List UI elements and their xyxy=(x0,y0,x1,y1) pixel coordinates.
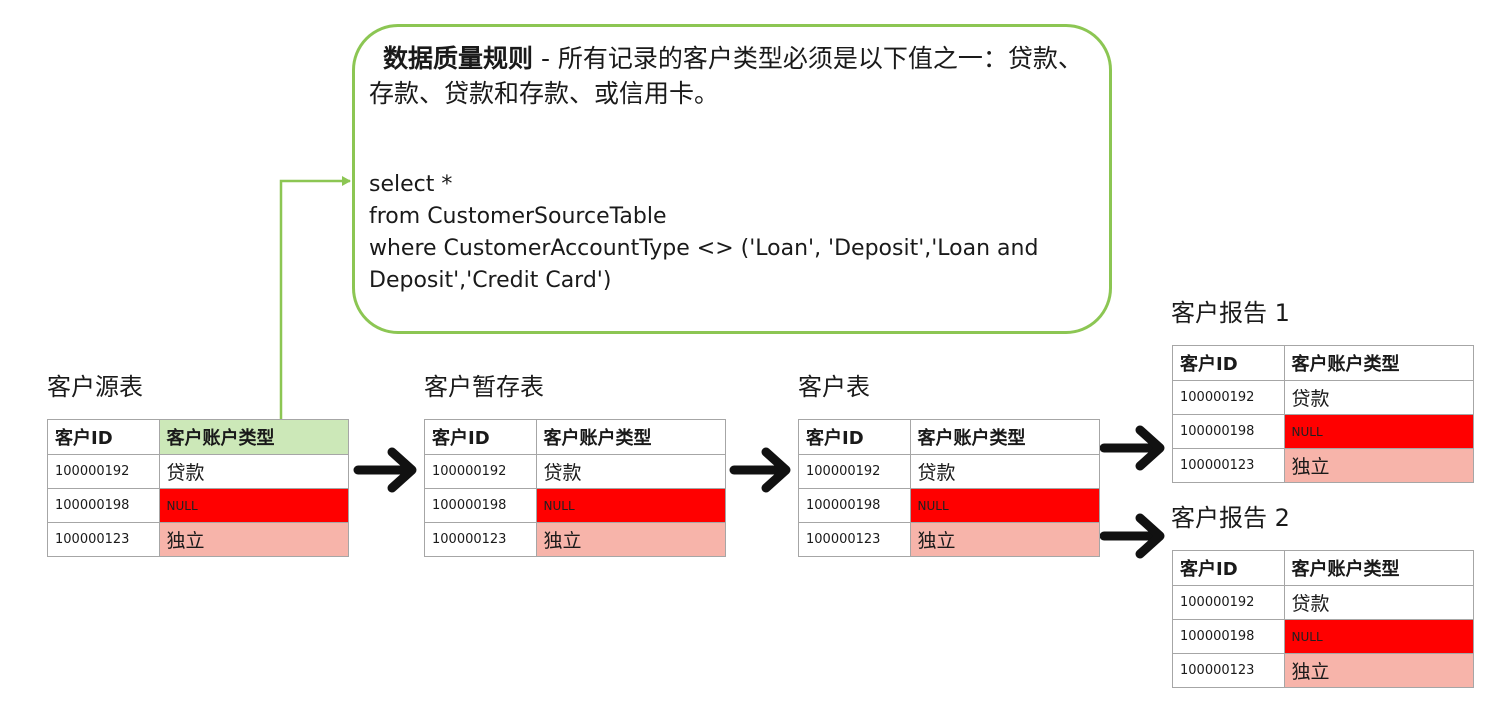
table-row: 100000192 贷款 xyxy=(424,454,727,489)
table-row: 100000198 NULL xyxy=(47,488,350,523)
sql-line-2: from CustomerSourceTable xyxy=(369,204,667,229)
header-customer-id: 客户ID xyxy=(424,419,537,455)
data-quality-rule-box: 数据质量规则 - 所有记录的客户类型必须是以下值之一：贷款、存款、贷款和存款、或… xyxy=(352,24,1112,334)
null-value-cell: NULL xyxy=(1283,619,1475,654)
account-type-cell: 贷款 xyxy=(1283,380,1475,415)
header-customer-id: 客户ID xyxy=(47,419,160,455)
account-type-cell: 贷款 xyxy=(158,454,350,489)
staging-table-title: 客户暂存表 xyxy=(424,373,544,401)
rule-description: - 所有记录的客户类型必须是以下值之一：贷款、存款、贷款和存款、或信用卡。 xyxy=(369,44,1083,108)
staging-table: 客户ID 客户账户类型 100000192 贷款 100000198 NULL … xyxy=(424,419,727,557)
invalid-value-cell: 独立 xyxy=(909,522,1101,557)
header-account-type: 客户账户类型 xyxy=(1283,550,1475,586)
account-type-cell: 贷款 xyxy=(909,454,1101,489)
flow-arrow-customer-to-report1 xyxy=(1099,425,1165,471)
invalid-value-cell: 独立 xyxy=(158,522,350,557)
flow-arrow-source-to-staging xyxy=(353,447,417,493)
customer-id-cell: 100000198 xyxy=(1172,414,1285,449)
table-row: 100000192 贷款 xyxy=(1172,380,1475,415)
null-value-cell: NULL xyxy=(1283,414,1475,449)
sql-line-4: Deposit','Credit Card') xyxy=(369,268,612,293)
invalid-value-cell: 独立 xyxy=(1283,448,1475,483)
header-row: 客户ID 客户账户类型 xyxy=(1172,550,1475,586)
customer-id-cell: 100000123 xyxy=(47,522,160,557)
table-row: 100000198 NULL xyxy=(798,488,1101,523)
customer-id-cell: 100000198 xyxy=(47,488,160,523)
table-row: 100000192 贷款 xyxy=(1172,585,1475,620)
table-row: 100000123 独立 xyxy=(798,522,1101,557)
header-customer-id: 客户ID xyxy=(798,419,911,455)
header-row: 客户ID 客户账户类型 xyxy=(424,419,727,455)
table-row: 100000192 贷款 xyxy=(47,454,350,489)
report1-table: 客户ID 客户账户类型 100000192 贷款 100000198 NULL … xyxy=(1172,345,1475,483)
null-value-cell: NULL xyxy=(535,488,727,523)
sql-line-3: where CustomerAccountType <> ('Loan', 'D… xyxy=(369,236,1039,261)
header-row: 客户ID 客户账户类型 xyxy=(1172,345,1475,381)
flow-arrow-customer-to-report2 xyxy=(1099,513,1165,559)
header-row: 客户ID 客户账户类型 xyxy=(798,419,1101,455)
invalid-value-cell: 独立 xyxy=(1283,653,1475,688)
table-row: 100000198 NULL xyxy=(424,488,727,523)
flow-arrow-staging-to-customer xyxy=(729,447,791,493)
customer-id-cell: 100000192 xyxy=(1172,585,1285,620)
account-type-cell: 贷款 xyxy=(535,454,727,489)
customer-id-cell: 100000192 xyxy=(424,454,537,489)
table-row: 100000123 独立 xyxy=(47,522,350,557)
account-type-cell: 贷款 xyxy=(1283,585,1475,620)
header-account-type: 客户账户类型 xyxy=(535,419,727,455)
header-customer-id: 客户ID xyxy=(1172,345,1285,381)
customer-id-cell: 100000198 xyxy=(1172,619,1285,654)
report2-table: 客户ID 客户账户类型 100000192 贷款 100000198 NULL … xyxy=(1172,550,1475,688)
customer-id-cell: 100000123 xyxy=(798,522,911,557)
header-account-type: 客户账户类型 xyxy=(1283,345,1475,381)
table-row: 100000198 NULL xyxy=(1172,414,1475,449)
customer-table: 客户ID 客户账户类型 100000192 贷款 100000198 NULL … xyxy=(798,419,1101,557)
null-value-cell: NULL xyxy=(158,488,350,523)
customer-table-title: 客户表 xyxy=(798,373,870,401)
table-row: 100000123 独立 xyxy=(1172,653,1475,688)
table-row: 100000192 贷款 xyxy=(798,454,1101,489)
table-row: 100000123 独立 xyxy=(1172,448,1475,483)
customer-id-cell: 100000192 xyxy=(1172,380,1285,415)
table-row: 100000198 NULL xyxy=(1172,619,1475,654)
header-row: 客户ID 客户账户类型 xyxy=(47,419,350,455)
sql-line-1: select * xyxy=(369,172,453,197)
customer-id-cell: 100000123 xyxy=(424,522,537,557)
invalid-value-cell: 独立 xyxy=(535,522,727,557)
header-account-type: 客户账户类型 xyxy=(158,419,350,455)
rule-connector-line xyxy=(279,176,351,419)
source-table: 客户ID 客户账户类型 100000192 贷款 100000198 NULL … xyxy=(47,419,350,557)
report2-title: 客户报告 2 xyxy=(1171,504,1290,532)
report1-title: 客户报告 1 xyxy=(1171,299,1290,327)
customer-id-cell: 100000192 xyxy=(798,454,911,489)
table-row: 100000123 独立 xyxy=(424,522,727,557)
header-customer-id: 客户ID xyxy=(1172,550,1285,586)
source-table-title: 客户源表 xyxy=(47,373,143,401)
rule-title: 数据质量规则 xyxy=(383,44,534,73)
rule-heading: 数据质量规则 - 所有记录的客户类型必须是以下值之一：贷款、存款、贷款和存款、或… xyxy=(369,41,1089,111)
customer-id-cell: 100000192 xyxy=(47,454,160,489)
customer-id-cell: 100000198 xyxy=(424,488,537,523)
header-account-type: 客户账户类型 xyxy=(909,419,1101,455)
customer-id-cell: 100000123 xyxy=(1172,653,1285,688)
null-value-cell: NULL xyxy=(909,488,1101,523)
customer-id-cell: 100000198 xyxy=(798,488,911,523)
customer-id-cell: 100000123 xyxy=(1172,448,1285,483)
